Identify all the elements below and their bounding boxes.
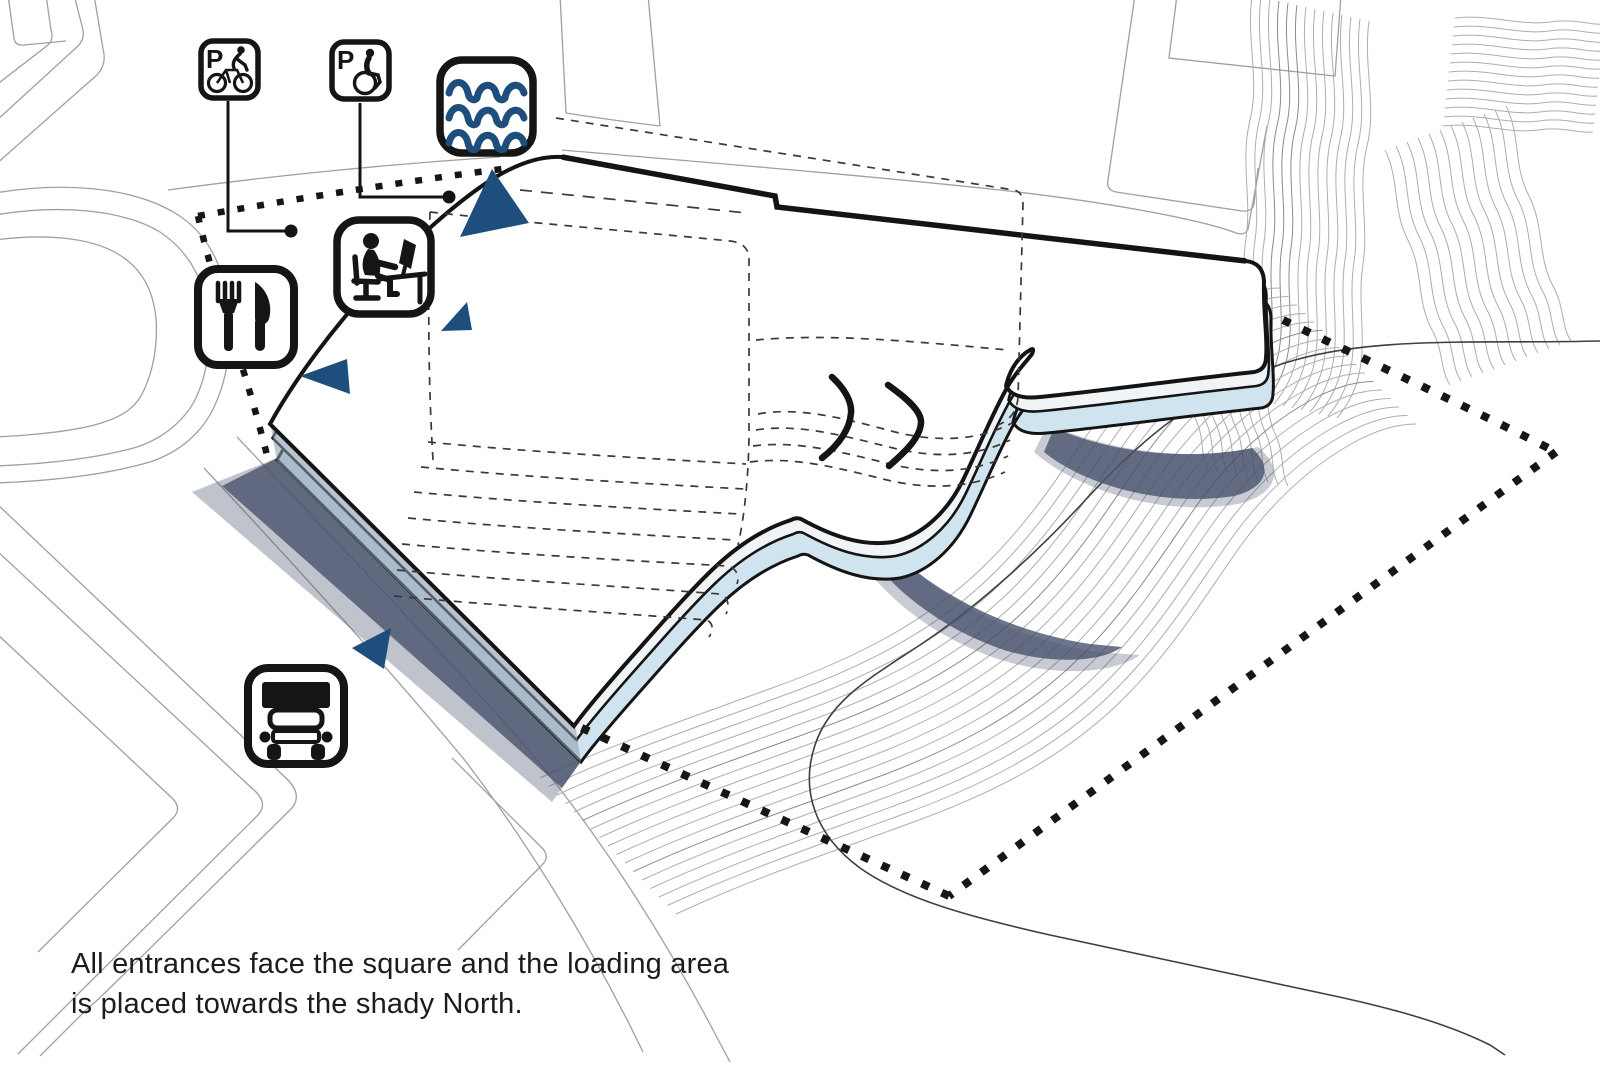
bike-parking-icon: P (198, 38, 261, 101)
building-top-edge (561, 154, 1247, 264)
street-top (565, 112, 661, 127)
accessible-parking-label: P (337, 45, 354, 75)
facade-shade-southwest (271, 427, 581, 763)
accessible-parking-icon: P (329, 39, 392, 102)
direction-chevrons (818, 373, 925, 470)
wave-icon (445, 129, 528, 154)
shadow-southwest (222, 458, 582, 788)
entrance-arrows (300, 169, 529, 669)
icon-leaders (226, 101, 456, 238)
entrance-arrow-icon (300, 359, 350, 394)
block-bottom-left (0, 505, 297, 1057)
bike-parking-label: P (206, 44, 223, 74)
chevron-icon (818, 373, 855, 462)
caption: All entrances face the square and the lo… (71, 944, 729, 1024)
block-bottom-left (0, 552, 264, 1055)
caption-line-2: is placed towards the shady North. (71, 988, 523, 1020)
shadow-lobe (1044, 428, 1265, 499)
entrance-arrow-icon (352, 628, 391, 669)
caption-line-1: All entrances face the square and the lo… (71, 948, 730, 980)
leader-bike-parking (226, 101, 287, 233)
block-mid-left (0, 236, 158, 438)
street-top (559, 0, 567, 114)
block-top-left (8, 0, 67, 46)
site-boundary (194, 165, 1559, 900)
block-top-left (0, 0, 105, 162)
building-mass (268, 154, 1275, 764)
workspace-icon (333, 216, 435, 318)
waterfront-icon (436, 56, 537, 157)
upper-volume-dashed (393, 117, 1024, 638)
block-top-left (0, 0, 53, 83)
chevron-icon (884, 381, 925, 470)
leader-accessible-parking (358, 103, 445, 199)
block-top-right (1168, 0, 1342, 77)
street-north (561, 125, 1268, 235)
street-top (647, 0, 661, 127)
leader-dot (284, 224, 298, 238)
entrance-arrow-icon (460, 169, 529, 237)
restaurant-icon (194, 265, 298, 369)
loading-truck-icon (244, 664, 348, 768)
block-top-right (1107, 0, 1259, 212)
block-top-left (0, 0, 84, 119)
entrance-arrow-icon (441, 302, 472, 331)
leader-dot (442, 190, 456, 204)
street-corner (451, 757, 547, 951)
plaza-edge (167, 156, 501, 191)
wave-icon (445, 104, 528, 129)
wave-icon (445, 79, 528, 104)
street-diagonal (203, 467, 644, 1053)
block-bottom-left (0, 635, 179, 953)
